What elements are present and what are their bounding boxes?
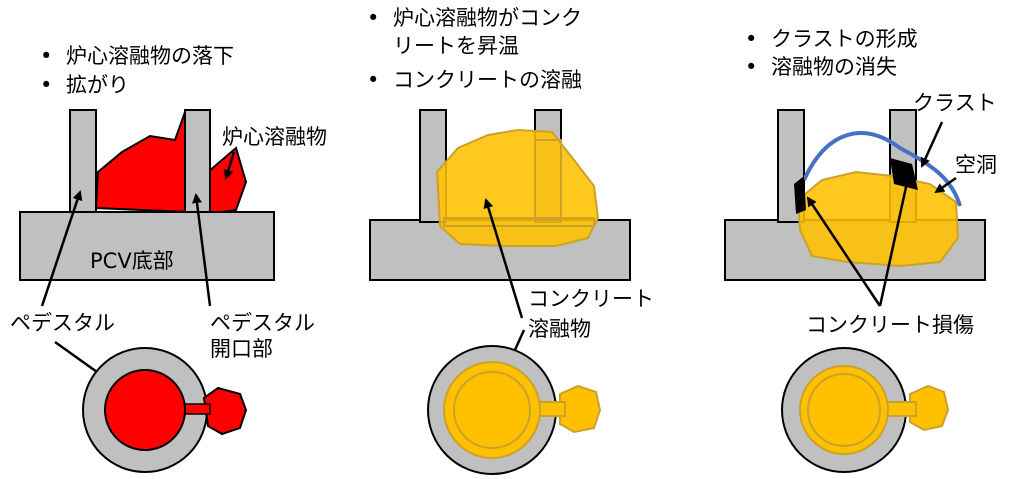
- bullet-concrete-melting: コンクリートの溶融: [393, 68, 582, 92]
- void-crust-arc: [802, 131, 962, 207]
- arrow-melt-side: [483, 198, 524, 319]
- bullet-dot: •: [745, 27, 757, 51]
- melt-plan-pool: [799, 365, 889, 455]
- melt-plan-lobe: [559, 384, 602, 434]
- label-opening-line2: 開口部: [210, 337, 273, 361]
- bullet-dot: •: [40, 44, 52, 68]
- panel-corium-fall: • 炉心溶融物の落下 • 拡がり 炉心溶融物 PCV底部 ペデスタル ペデスタル…: [10, 44, 327, 473]
- arrow-crust: [920, 121, 944, 168]
- crust-left: [794, 176, 806, 214]
- bullet-crust-formation: クラストの形成: [771, 27, 918, 51]
- label-crust: クラスト: [913, 91, 997, 115]
- label-pedestal: ペデスタル: [10, 311, 115, 335]
- arrow-opening: [192, 193, 212, 307]
- label-concrete-damage: コンクリート損傷: [806, 313, 974, 337]
- melt-plan-pool: [443, 361, 541, 459]
- pedestal-wall-left: [69, 109, 97, 213]
- panel-crust-formation: • クラストの形成 • 溶融物の消失 クラスト 空洞 コンクリート損傷: [724, 27, 997, 473]
- melt-floor-outline: [443, 217, 595, 227]
- corium-plan-pool: [104, 369, 186, 451]
- arrow-damage-left: [806, 196, 882, 307]
- melt-plan-inner-ring: [453, 371, 531, 449]
- arrow-pedestal: [40, 190, 83, 307]
- bullet-dot: •: [40, 73, 52, 97]
- melt-plan-inner-ring: [807, 373, 881, 447]
- bullet-dot: •: [745, 55, 757, 79]
- bullet-melt-loss: 溶融物の消失: [771, 55, 897, 79]
- bullet-heating-line2: リートを昇温: [393, 34, 519, 58]
- arrow-corium: [223, 151, 236, 180]
- label-pcv-floor: PCV底部: [90, 249, 174, 273]
- arrow-damage-right: [878, 176, 912, 307]
- pcv-floor: [19, 211, 275, 281]
- melt-plan-lobe: [909, 384, 950, 432]
- panel-concrete-heating: • 炉心溶融物がコンク リートを昇温 • コンクリートの溶融 コンクリート 溶融…: [367, 6, 654, 475]
- label-concrete-melt-line1: コンクリート: [528, 287, 654, 311]
- bullet-heating-line1: 炉心溶融物がコンク: [393, 6, 582, 30]
- concrete-melt-mass: [435, 128, 600, 247]
- melt-wall-outline: [534, 139, 562, 221]
- pedestal-wall-right: [184, 109, 211, 213]
- bullet-spread: 拡がり: [66, 73, 129, 97]
- bullet-dot: •: [367, 68, 379, 92]
- corium-plan-lobe: [202, 386, 248, 436]
- bullet-dot: •: [367, 6, 379, 30]
- label-corium: 炉心溶融物: [222, 125, 327, 149]
- bullet-corium-fall: 炉心溶融物の落下: [66, 44, 234, 68]
- label-concrete-melt-line2: 溶融物: [528, 317, 591, 341]
- label-void: 空洞: [955, 153, 997, 177]
- label-opening-line1: ペデスタル: [210, 311, 315, 335]
- arrow-void: [934, 176, 957, 194]
